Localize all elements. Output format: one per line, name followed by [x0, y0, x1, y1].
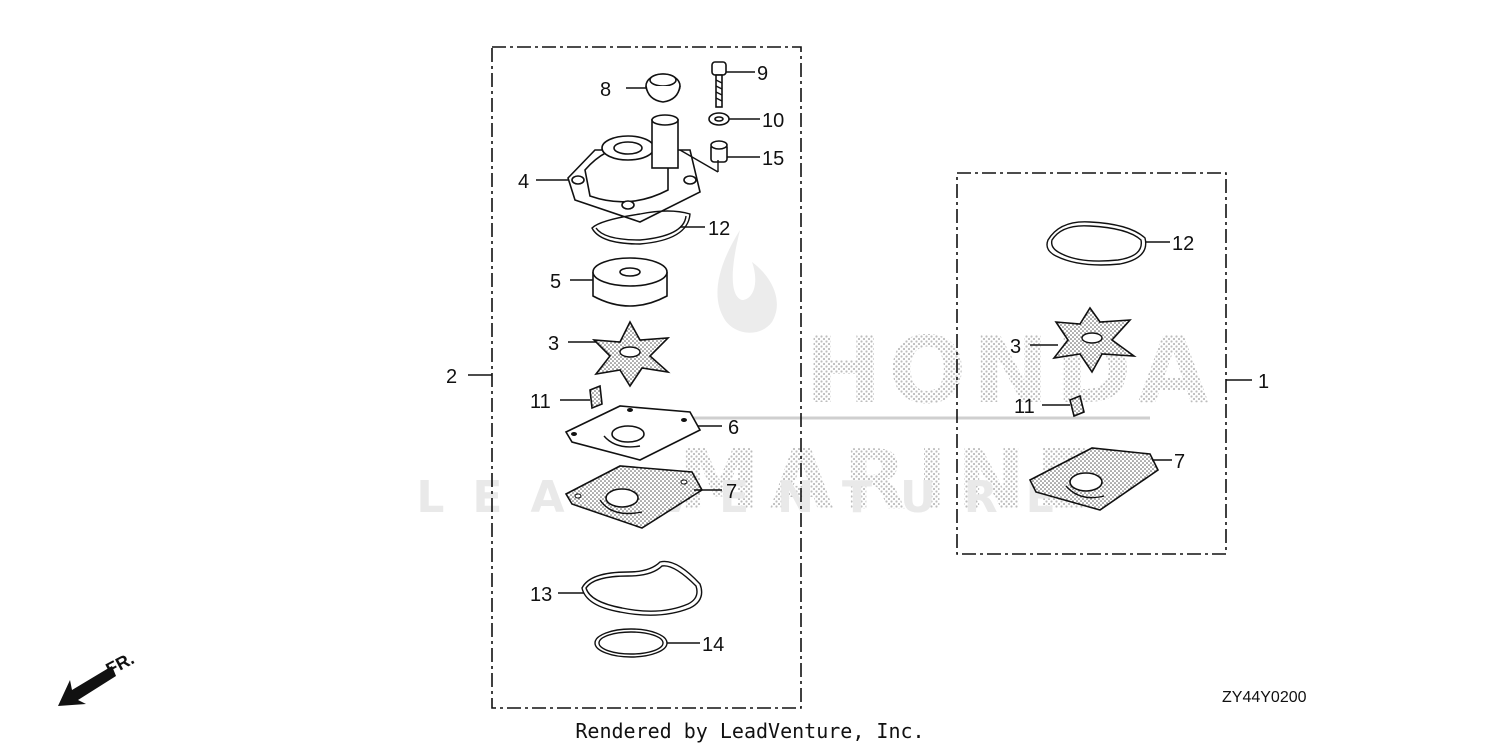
left-assembly-frame: [491, 46, 802, 709]
part-15-bushing[interactable]: [710, 140, 728, 163]
callout-12-right: 12: [1172, 233, 1194, 255]
part-10-washer[interactable]: [708, 112, 730, 126]
callout-14: 14: [702, 634, 724, 656]
callout-7-right: 7: [1174, 451, 1185, 473]
right-assembly: 1 12 3 11 7: [956, 172, 1269, 555]
watermark-line3: LEADVENTURE: [416, 472, 1083, 523]
part-3-impeller-right[interactable]: [1052, 306, 1137, 374]
callout-7-left: 7: [726, 481, 737, 503]
callout-10: 10: [762, 110, 784, 132]
front-direction-marker: FR.: [58, 648, 137, 706]
part-4-pump-housing[interactable]: [567, 114, 719, 223]
part-5-liner[interactable]: [592, 257, 668, 307]
footer-credit: Rendered by LeadVenture, Inc.: [575, 719, 924, 743]
callout-11-right: 11: [1014, 396, 1035, 418]
callout-11-left: 11: [530, 391, 551, 413]
callout-8: 8: [600, 79, 611, 101]
callout-6: 6: [728, 417, 739, 439]
callout-3-left: 3: [548, 333, 559, 355]
part-11-key-right[interactable]: [1069, 394, 1085, 418]
left-assembly: 2 8 9 10 15: [446, 46, 802, 709]
part-14-o-ring[interactable]: [594, 628, 668, 658]
part-13-gasket[interactable]: [581, 560, 703, 616]
callout-5: 5: [550, 271, 561, 293]
watermark-brand: HONDA: [805, 317, 1215, 424]
callout-12-left: 12: [708, 218, 730, 240]
callout-4: 4: [518, 171, 529, 193]
part-12-gasket[interactable]: [591, 210, 691, 245]
watermark: HONDA MARINE LEADVENTURE: [416, 230, 1215, 528]
callout-9: 9: [757, 63, 768, 85]
part-6-plate[interactable]: [564, 405, 702, 461]
front-arrow-icon: [58, 666, 116, 706]
diagram-code: ZY44Y0200: [1222, 689, 1307, 706]
callout-3-right: 3: [1010, 336, 1021, 358]
callout-15: 15: [762, 148, 784, 170]
left-assembly-label: 2: [446, 366, 457, 388]
part-9-bolt[interactable]: [711, 61, 727, 108]
callout-13: 13: [530, 584, 552, 606]
right-assembly-frame: [956, 172, 1227, 555]
watermark-line2: MARINE: [678, 433, 1101, 528]
part-3-impeller-left[interactable]: [591, 320, 671, 388]
part-12-o-ring-right[interactable]: [1046, 221, 1147, 266]
flame-logo-icon: [717, 230, 777, 333]
part-7-gasket-right[interactable]: [1028, 447, 1160, 511]
right-assembly-label: 1: [1258, 371, 1269, 393]
part-11-key-left[interactable]: [589, 384, 603, 410]
part-8-cap[interactable]: [645, 73, 681, 103]
